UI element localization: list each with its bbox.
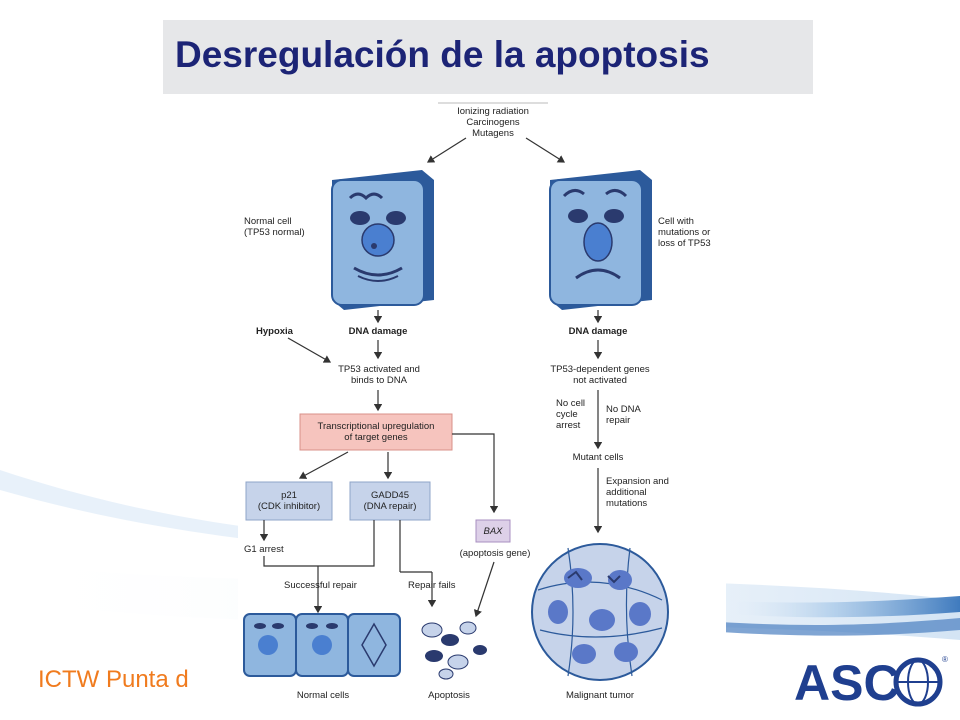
normal-cell [331,170,434,310]
footer-text: ICTW Punta d [38,666,189,693]
left-dna-damage-label: DNA damage [348,326,408,337]
title-bar: Desregulación de la apoptosis [163,20,813,94]
mutated-cell-label: Cell with mutations or loss of TP53 [658,216,711,249]
malignant-tumor-label: Malignant tumor [565,690,635,701]
hypoxia-label: Hypoxia [256,326,293,337]
right-dna-damage-label: DNA damage [568,326,628,337]
transcription-box: Transcriptional upregulation of target g… [317,421,435,443]
normal-cells-group [243,613,401,677]
logo-text: ASC [794,655,900,710]
tp53-not-activated-label: TP53-dependent genes not activated [550,364,650,386]
expansion-label: Expansion and additional mutations [606,476,669,509]
bax-box: BAX [483,525,503,537]
bax-sub-label: (apoptosis gene) [459,548,531,559]
slide-title: Desregulación de la apoptosis [175,34,710,75]
g1-arrest-label: G1 arrest [244,544,284,555]
apoptosis-label: Apoptosis [428,690,470,701]
apoptotic-bodies [421,621,487,680]
malignant-tumor [531,543,669,681]
mutant-cells-label: Mutant cells [572,452,624,463]
normal-cells-label: Normal cells [296,690,350,701]
registered-icon: ® [942,655,948,664]
top-causes-label: Ionizing radiation Carcinogens Mutagens [457,106,529,139]
repair-fails-label: Repair fails [408,580,456,591]
p21-box: p21 (CDK inhibitor) [257,490,321,512]
tp53-activated-label: TP53 activated and binds to DNA [338,364,420,386]
gadd45-box: GADD45 (DNA repair) [363,490,417,512]
asco-logo: ASC ® [792,648,952,711]
mutated-cell [549,170,652,310]
diagram-graphics [243,102,669,681]
successful-repair-label: Successful repair [284,580,357,591]
globe-icon [893,657,943,707]
normal-cell-label: Normal cell (TP53 normal) [244,216,305,238]
no-dna-repair-label: No DNA repair [606,404,641,426]
no-cell-cycle-arrest-label: No cell cycle arrest [556,398,586,431]
apoptosis-diagram: Ionizing radiation Carcinogens Mutagens … [238,100,726,720]
